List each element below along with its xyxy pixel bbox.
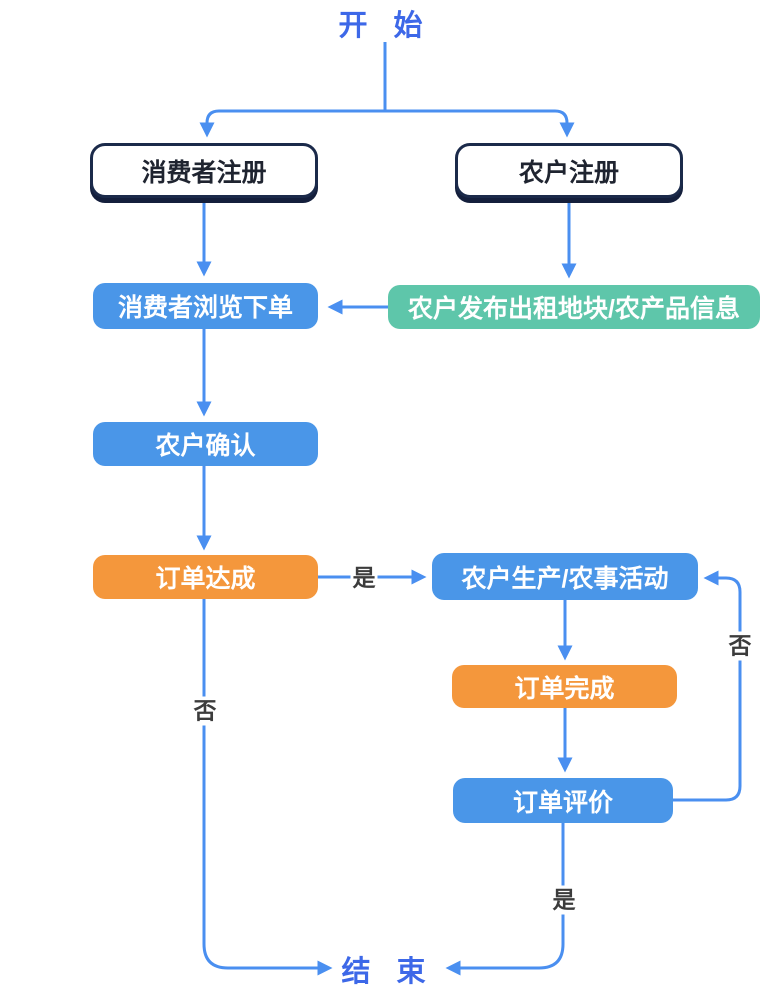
node-farmer-publish: 农户发布出租地块/农产品信息 bbox=[388, 285, 760, 329]
edge-order-no-to-end bbox=[202, 598, 333, 976]
start-terminal: 开 始 bbox=[338, 10, 432, 42]
node-farmer-register: 农户注册 bbox=[455, 143, 683, 198]
node-consumer-register: 消费者注册 bbox=[90, 143, 318, 198]
edge-review-no-loop bbox=[673, 570, 742, 802]
edge-branch-right bbox=[385, 109, 575, 138]
edge-review-yes-to-end bbox=[445, 823, 565, 976]
node-consumer-browse: 消费者浏览下单 bbox=[93, 283, 318, 329]
edge-branch-left bbox=[199, 109, 385, 138]
node-farmer-confirm: 农户确认 bbox=[93, 422, 318, 466]
edge-label-no-loop: 否 bbox=[726, 631, 754, 661]
node-order-review: 订单评价 bbox=[453, 778, 673, 823]
edge-label-yes-bottom: 是 bbox=[550, 885, 578, 915]
edge-label-no-left: 否 bbox=[191, 696, 219, 726]
node-farmer-production: 农户生产/农事活动 bbox=[432, 553, 698, 600]
node-order-complete: 订单完成 bbox=[452, 665, 677, 708]
edge-label-yes-right: 是 bbox=[350, 563, 378, 593]
node-order-reached: 订单达成 bbox=[93, 555, 318, 599]
end-terminal: 结 束 bbox=[341, 956, 435, 985]
